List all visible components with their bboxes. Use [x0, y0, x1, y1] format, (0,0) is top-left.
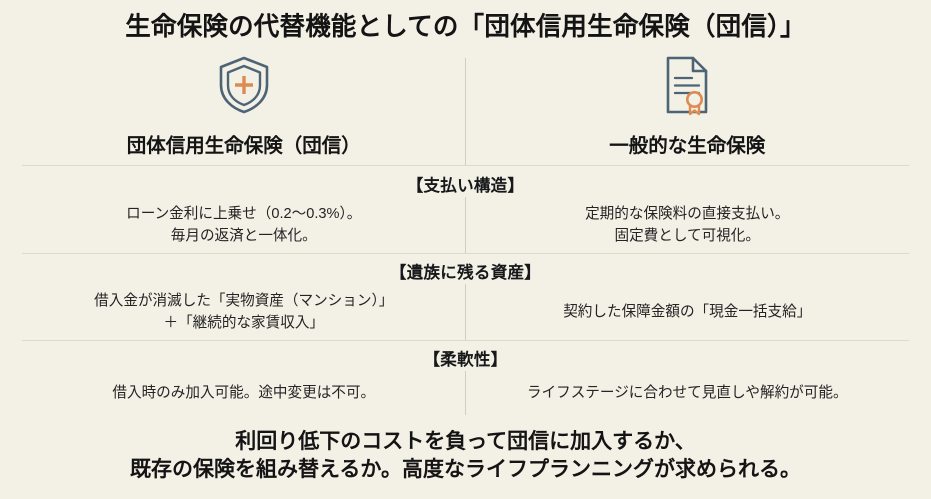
- section-heading: 【遺族に残る資産】: [389, 264, 542, 282]
- column-header-dantai: 団体信用生命保険（団信）: [22, 52, 466, 165]
- column-vertical-divider: [465, 197, 466, 253]
- section-flexibility-body: 借入時のみ加入可能。途中変更は不可。 ライフステージに合わせて見直しや解約が可能…: [22, 375, 909, 411]
- cell-dantai-flexibility: 借入時のみ加入可能。途中変更は不可。: [22, 375, 466, 411]
- cell-line: 毎月の返済と一体化。: [170, 228, 317, 244]
- cell-general-payment: 定期的な保険料の直接支払い。 固定費として可視化。: [466, 199, 910, 251]
- section-divider: [22, 253, 909, 254]
- conclusion: 利回り低下のコストを負って団信に加入するか、 既存の保険を組み替えるか。高度なラ…: [0, 428, 931, 484]
- column-vertical-divider: [465, 58, 466, 165]
- cell-line: ローン金利に上乗せ（0.2〜0.3%）。: [126, 205, 362, 222]
- page-title: 生命保険の代替機能としての「団体信用生命保険（団信）」: [125, 13, 806, 41]
- conclusion-line: 既存の保険を組み替えるか。高度なライフプランニングが求められる。: [130, 457, 801, 481]
- column-vertical-divider: [465, 371, 466, 415]
- section-legacy-assets-body: 借入金が消滅した「実物資産（マンション）」 ＋「継続的な家賃収入」 契約した保障…: [22, 286, 909, 338]
- cell-dantai-payment: ローン金利に上乗せ（0.2〜0.3%）。 毎月の返済と一体化。: [22, 199, 466, 251]
- cell-general-flexibility: ライフステージに合わせて見直しや解約が可能。: [466, 375, 910, 411]
- cell-line: 借入時のみ加入可能。途中変更は不可。: [112, 384, 376, 401]
- cell-line: ライフステージに合わせて見直しや解約が可能。: [526, 384, 848, 401]
- column-header-row: 団体信用生命保険（団信） 一般的な生命保険: [22, 52, 909, 165]
- section-divider: [22, 165, 909, 166]
- section-legacy-assets: 【遺族に残る資産】: [0, 259, 931, 283]
- column-header-label: 一般的な生命保険: [609, 135, 766, 157]
- certificate-document-icon: [660, 54, 714, 116]
- shield-plus-icon: [214, 54, 274, 116]
- section-payment-structure: 【支払い構造】: [0, 172, 931, 196]
- column-vertical-divider: [465, 284, 466, 340]
- cell-line: 定期的な保険料の直接支払い。: [585, 205, 790, 222]
- cell-line: 借入金が消滅した「実物資産（マンション）」: [94, 292, 394, 309]
- cell-line: 固定費として可視化。: [614, 228, 760, 244]
- column-header-label: 団体信用生命保険（団信）: [126, 135, 361, 157]
- cell-general-legacy: 契約した保障金額の「現金一括支給」: [466, 286, 910, 338]
- section-heading: 【柔軟性】: [423, 351, 508, 369]
- column-header-general: 一般的な生命保険: [466, 52, 910, 165]
- cell-line: ＋「継続的な家賃収入」: [163, 315, 325, 331]
- section-payment-structure-body: ローン金利に上乗せ（0.2〜0.3%）。 毎月の返済と一体化。 定期的な保険料の…: [22, 199, 909, 251]
- cell-line: 契約した保障金額の「現金一括支給」: [563, 303, 812, 320]
- section-flexibility: 【柔軟性】: [0, 346, 931, 370]
- conclusion-line: 利回り低下のコストを負って団信に加入するか、: [235, 430, 696, 453]
- cell-dantai-legacy: 借入金が消滅した「実物資産（マンション）」 ＋「継続的な家賃収入」: [22, 286, 466, 338]
- section-heading: 【支払い構造】: [406, 177, 525, 195]
- section-divider: [22, 340, 909, 341]
